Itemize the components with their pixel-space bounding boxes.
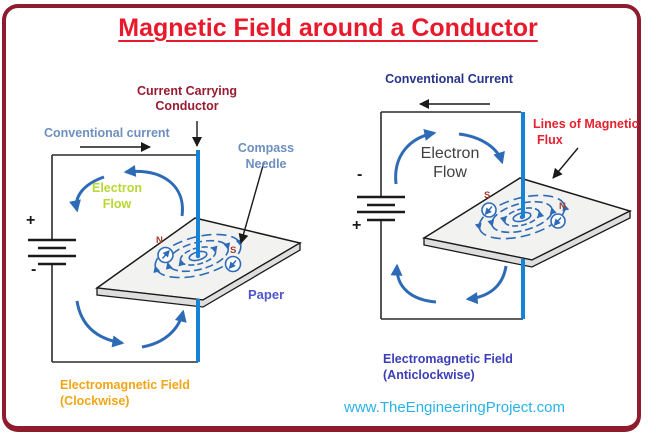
left-field-arc-right-icon	[141, 309, 187, 349]
left-paper-edge	[96, 241, 301, 308]
left-compass-s-icon	[224, 255, 242, 273]
left-battery-plus-sign: +	[26, 212, 36, 229]
left-compass-n-icon	[157, 246, 174, 264]
left-conductor-label: Current Carrying Conductor	[136, 84, 238, 113]
right-flux-label: Lines of Magnetic Flux	[533, 117, 639, 147]
left-circuit	[28, 121, 302, 363]
left-battery-minus-sign: -	[31, 261, 37, 278]
right-conventional-current-label: Conventional Current	[385, 72, 513, 86]
right-compass-s-label: S	[484, 190, 491, 201]
right-electron-flow-arc-top-icon	[394, 129, 437, 185]
left-field-arc-bottom-icon	[75, 300, 125, 348]
left-compass-s-label: S	[230, 245, 237, 256]
right-field-arc-bottom-icon	[465, 265, 508, 305]
page-title: Magnetic Field around a Conductor	[118, 14, 538, 42]
right-circuit	[357, 99, 633, 320]
right-compass-n-icon	[550, 213, 566, 229]
right-electron-flow-arc-right-icon	[458, 132, 505, 165]
left-compass-needle-label: Compass Needle	[237, 141, 295, 171]
right-battery-icon	[357, 195, 405, 222]
right-paper-edge	[423, 209, 631, 268]
left-electron-flow-arc-left-icon	[69, 175, 105, 213]
left-compass-pointer-arrow-icon	[238, 161, 265, 244]
left-electron-flow-label: Electron Flow	[91, 181, 143, 211]
left-emf-label: Electromagnetic Field (Clockwise)	[60, 378, 190, 408]
right-circuit-wire	[380, 111, 523, 320]
left-battery-icon	[28, 238, 76, 266]
left-electron-flow-arc-top-icon	[123, 165, 184, 217]
website-link[interactable]: www.TheEngineeringProject.com	[344, 399, 565, 416]
left-conventional-current-label: Conventional current	[44, 126, 170, 140]
right-flux-pointer-arrow-icon	[552, 147, 579, 179]
right-electron-flow-label: Electron Flow	[420, 145, 480, 181]
right-compass-s-icon	[481, 202, 497, 218]
right-flux-rings-icon	[474, 194, 570, 240]
left-circuit-wire	[51, 154, 198, 363]
right-battery-plus-sign: +	[352, 217, 362, 234]
right-compass-n-label: N	[559, 201, 566, 212]
right-emf-label: Electromagnetic Field (Anticlockwise)	[383, 352, 513, 382]
outer-border	[2, 4, 641, 432]
right-battery-minus-sign: -	[357, 166, 363, 183]
right-field-arc-left-icon	[390, 263, 437, 304]
left-compass-n-label: N	[156, 235, 163, 246]
left-paper-label: Paper	[248, 287, 285, 302]
